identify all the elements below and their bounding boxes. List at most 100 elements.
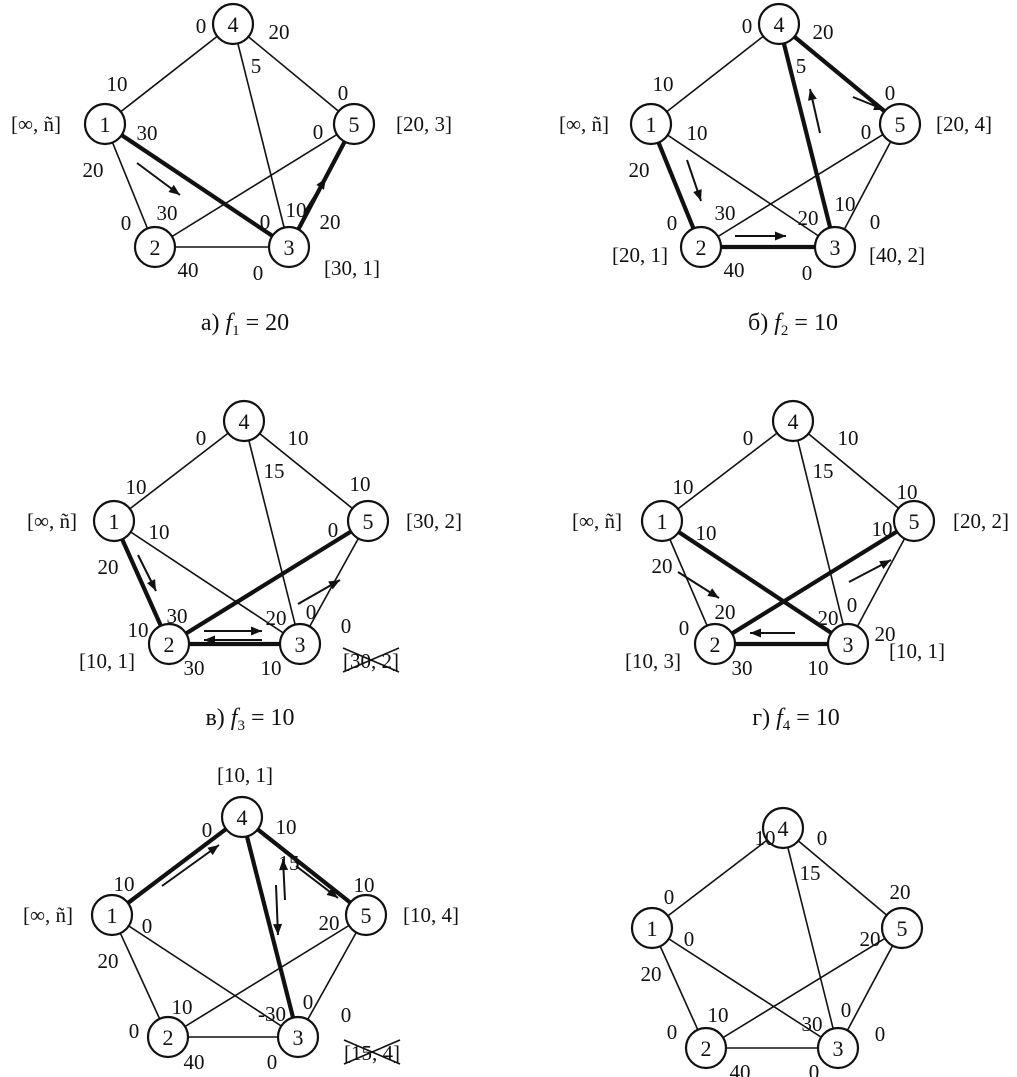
node-circle: [880, 906, 924, 950]
edge-1-3: [650, 123, 836, 248]
strike-mark: [342, 647, 400, 673]
edge-capacity-label: 10: [149, 520, 170, 544]
node-number: 4: [237, 805, 248, 830]
edge-4-3: [243, 420, 301, 645]
edge-4-5: [240, 815, 368, 917]
node-circle: [147, 622, 191, 666]
node-circle: [878, 102, 922, 146]
edge-capacity-label: 20: [890, 880, 911, 904]
node-mark-label: [20, 2]: [953, 509, 1009, 533]
node-mark-label: [10, 1]: [79, 649, 135, 673]
node-mark-label: [10, 4]: [403, 903, 459, 927]
node-4: 4: [211, 2, 255, 46]
edge-capacity-label: 0: [809, 1060, 820, 1077]
node-3: 3: [816, 1026, 860, 1070]
node-number: 4: [239, 409, 250, 434]
node-number: 4: [788, 409, 799, 434]
node-circle: [92, 499, 136, 543]
node-circle: [679, 225, 723, 269]
node-mark-label: [∞, ñ]: [27, 509, 77, 533]
node-number: 1: [657, 509, 668, 534]
edge-capacity-label: 0: [341, 614, 352, 638]
node-number: 5: [897, 916, 908, 941]
node-number: 5: [349, 112, 360, 137]
node-mark-label: [∞, ñ]: [23, 903, 73, 927]
node-4: 4: [761, 806, 805, 850]
edge-1-4: [110, 815, 244, 917]
node-2: 2: [693, 622, 737, 666]
edge-capacity-label: 40: [724, 258, 745, 282]
node-circle: [816, 1026, 860, 1070]
edge-capacity-label: 20: [813, 20, 834, 44]
flow-arrow: [808, 88, 821, 134]
edge-capacity-label: 10: [838, 426, 859, 450]
panel-caption: а) f1 = 20: [201, 310, 289, 339]
edge-capacity-label: 10: [288, 426, 309, 450]
node-mark-label: [20, 3]: [396, 112, 452, 136]
edge-3-5: [837, 927, 903, 1049]
edge-capacity-label: 20: [98, 949, 119, 973]
edge-capacity-label: 0: [802, 261, 813, 285]
node-4: 4: [220, 795, 264, 839]
edge-capacity-label: 10: [653, 72, 674, 96]
node-circle: [220, 795, 264, 839]
node-5: 5: [878, 102, 922, 146]
edge-2-5: [167, 519, 370, 646]
edge-capacity-label: 0: [196, 14, 207, 38]
edge-capacity-label: 20: [320, 210, 341, 234]
edge-capacity-label: 10: [687, 121, 708, 145]
node-circle: [133, 225, 177, 269]
node-5: 5: [346, 499, 390, 543]
edge-capacity-label: 0: [328, 518, 339, 542]
edge-capacity-label: 0: [260, 210, 271, 234]
flow-arrow: [848, 559, 892, 583]
edge-capacity-label: 20: [269, 20, 290, 44]
node-mark-label: [30, 2]: [343, 649, 399, 673]
node-2: 2: [133, 225, 177, 269]
node-circle: [693, 622, 737, 666]
edge-capacity-label: 0: [885, 81, 896, 105]
edge-capacity-label: 0: [667, 211, 678, 235]
edge-capacity-label: 15: [264, 459, 285, 483]
node-circle: [346, 499, 390, 543]
edge-capacity-label: 0: [861, 120, 872, 144]
edge-capacity-label: 10: [708, 1003, 729, 1027]
edge-capacity-label: 0: [667, 1020, 678, 1044]
edge-capacity-label: 20: [715, 600, 736, 624]
edge-capacity-label: 0: [267, 1050, 278, 1074]
edge-capacity-label: 30: [715, 201, 736, 225]
node-number: 4: [774, 12, 785, 37]
edge-2-5: [705, 927, 903, 1049]
flow-arrow: [273, 884, 283, 936]
edge-1-3: [111, 914, 299, 1038]
node-circle: [640, 499, 684, 543]
flow-arrow: [297, 579, 341, 605]
flow-arrow: [204, 635, 262, 645]
edge-capacity-label: 0: [306, 600, 317, 624]
node-number: 5: [363, 509, 374, 534]
edge-1-4: [113, 420, 245, 522]
edge-capacity-label: 0: [684, 927, 695, 951]
node-number: 3: [284, 235, 295, 260]
edge-capacity-label: 10: [897, 480, 918, 504]
node-mark-label: [30, 2]: [406, 509, 462, 533]
edge-3-5: [834, 123, 901, 248]
node-circle: [757, 2, 801, 46]
edge-capacity-label: 30: [732, 656, 753, 680]
edge-capacity-label: 20: [860, 927, 881, 951]
node-number: 3: [830, 235, 841, 260]
node-4: 4: [757, 2, 801, 46]
edge-capacity-label: 30: [184, 656, 205, 680]
edge-1-2: [104, 123, 156, 248]
edge-capacity-label: 15: [813, 459, 834, 483]
node-number: 5: [909, 509, 920, 534]
node-mark-label: [10, 3]: [625, 649, 681, 673]
edge-4-3: [782, 827, 839, 1049]
edge-capacity-label: 0: [253, 261, 264, 285]
edge-capacity-label: 20: [798, 206, 819, 230]
flow-arrow: [137, 554, 157, 592]
node-number: 3: [293, 1025, 304, 1050]
edge-capacity-label: 10: [172, 995, 193, 1019]
edge-2-5: [713, 519, 916, 646]
